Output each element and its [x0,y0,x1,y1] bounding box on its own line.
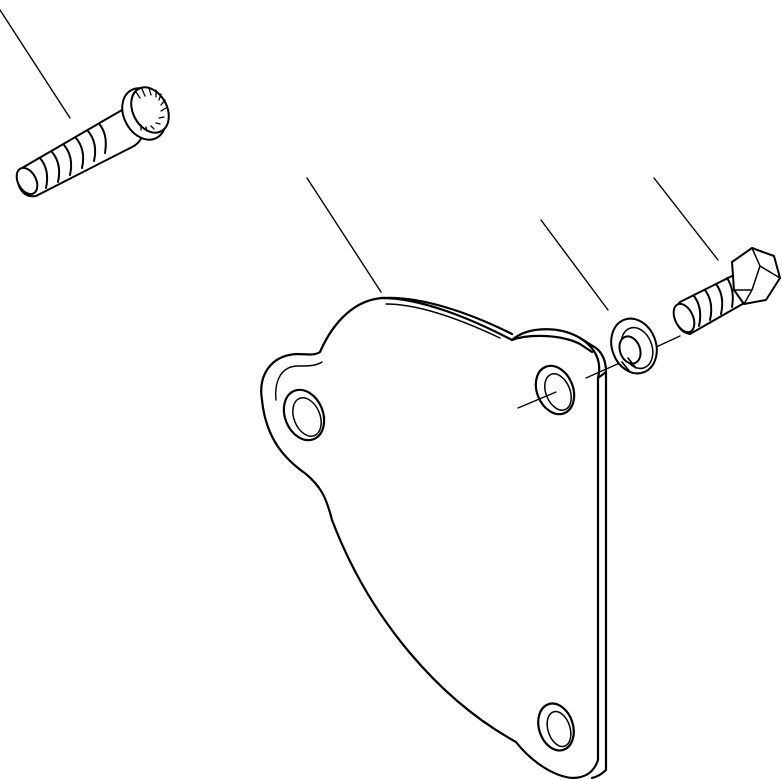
leader-line-lock-washer [540,219,609,311]
hex-bolt-icon [672,247,781,335]
lock-washer-icon [610,317,658,375]
leader-line-cover-plate [306,177,382,293]
leader-line-flange-bolt [0,9,71,119]
assembly-axis [517,335,681,409]
flange-bolt-icon [15,86,170,198]
leader-line-hex-bolt [653,177,719,261]
leader-lines [0,9,719,311]
cover-plate-icon [260,296,608,780]
